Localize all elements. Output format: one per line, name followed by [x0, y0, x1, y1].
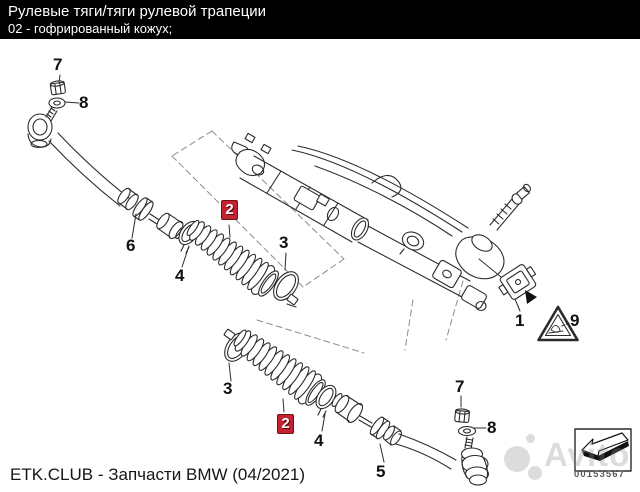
callout-3: 3	[223, 379, 233, 398]
lower-tie-rod	[331, 393, 490, 486]
steering-rack	[231, 132, 531, 312]
callout-6: 6	[126, 236, 136, 255]
callout-9: 9	[570, 311, 580, 330]
callout-8: 8	[79, 93, 89, 112]
callout-3: 3	[279, 233, 289, 252]
page-subtitle: 02 - гофрированный кожух;	[8, 21, 173, 36]
upper-tie-rod-end	[27, 80, 130, 207]
footer-caption: ETK.CLUB - Запчасти BMW (04/2021)	[10, 465, 306, 484]
stamp-box	[574, 428, 632, 472]
callout-5: 5	[376, 462, 386, 481]
stamp-number: 00153567	[574, 469, 626, 480]
page-title: Рулевые тяги/тяги рулевой трапеции	[8, 3, 267, 20]
callout-7: 7	[455, 377, 465, 396]
part-bracket	[498, 264, 537, 300]
title-bar: Рулевые тяги/тяги рулевой трапеции 02 - …	[0, 0, 640, 39]
lower-boot-group	[223, 328, 337, 418]
callout-2: 2	[277, 414, 294, 434]
upper-boot-group	[178, 219, 299, 308]
construction-lines	[171, 130, 464, 354]
callout-2: 2	[221, 200, 238, 220]
callout-7: 7	[53, 55, 63, 74]
direction-arrow-icon	[581, 432, 629, 461]
leader-lines	[58, 74, 570, 463]
callout-4: 4	[175, 266, 185, 285]
callout-1: 1	[515, 311, 525, 330]
direction-pointer-icon	[525, 290, 537, 304]
callout-8: 8	[487, 418, 497, 437]
callout-4: 4	[314, 431, 324, 450]
